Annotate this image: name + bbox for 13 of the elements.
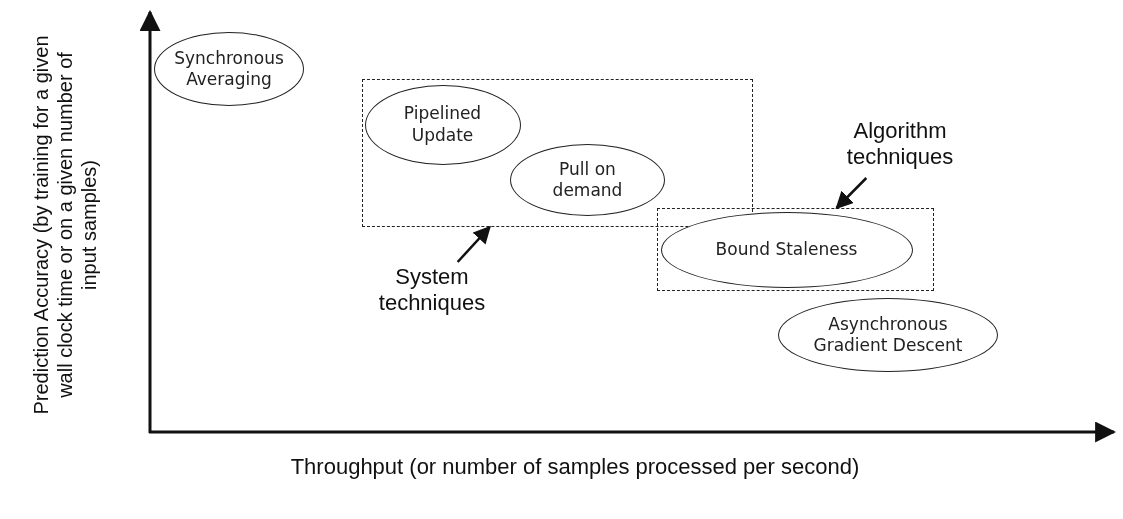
node-label: Pipelined Update xyxy=(402,103,483,146)
arrow xyxy=(456,225,491,263)
annotation-text: System techniques xyxy=(368,262,496,318)
ellipse-node xyxy=(660,211,913,288)
x-axis-label: Throughput (or number of samples processed per second) xyxy=(289,454,861,481)
node-label: Pull on demand xyxy=(551,158,624,202)
node-label: Asynchronous Gradient Descent xyxy=(812,313,964,357)
annotation-text: Algorithm techniques xyxy=(828,110,972,178)
y-axis-label: Prediction Accuracy (by training for a given wall clock time or on a given number of input samples) xyxy=(29,34,101,417)
arrow xyxy=(835,177,868,210)
node-label: Synchronous Averaging xyxy=(173,47,285,91)
node-label: Bound Staleness xyxy=(714,238,859,261)
dashed-region-box xyxy=(657,208,934,291)
